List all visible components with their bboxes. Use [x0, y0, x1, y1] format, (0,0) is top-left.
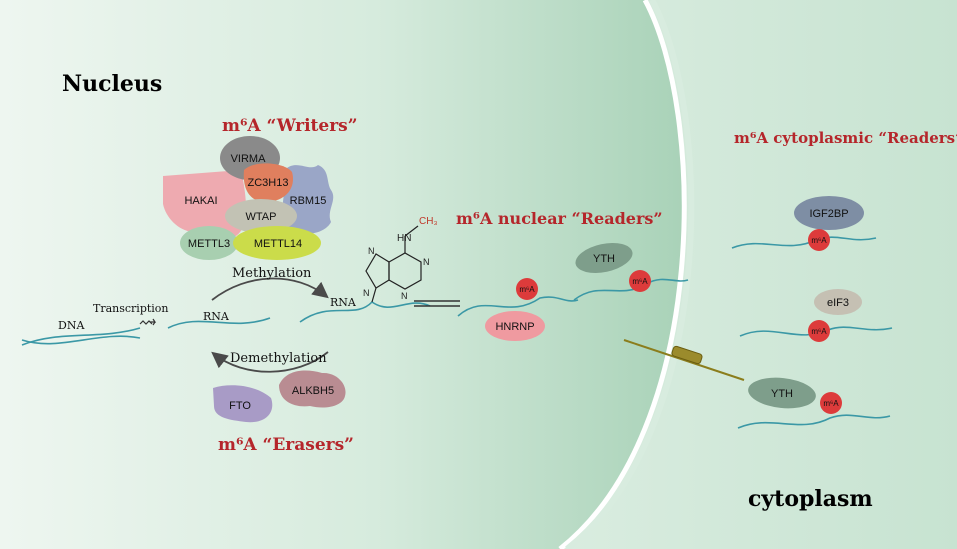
- dna-strand-2: [21, 335, 141, 345]
- rna-methylated: [299, 300, 431, 323]
- mettl3-protein: [180, 226, 238, 260]
- ribose-bond: [371, 287, 377, 303]
- writers-complex: VIRMA ZC3H13 HAKAI RBM15 WTAP METTL3 MET…: [163, 136, 334, 260]
- transcription-label: Transcription: [93, 302, 169, 315]
- demethylation-label: Demethylation: [230, 351, 327, 366]
- dna-strand-1: [21, 327, 141, 346]
- cytoplasm-label: cytoplasm: [748, 486, 873, 512]
- wtap-label: WTAP: [246, 211, 277, 223]
- nucleus-region: [0, 0, 685, 549]
- zc3h13-label: ZC3H13: [248, 177, 289, 189]
- igf2bp-label: IGF2BP: [809, 208, 848, 220]
- yth-cyto-protein: [748, 377, 816, 409]
- transcription-arrowhead-icon: [150, 318, 157, 326]
- fto-label: FTO: [229, 400, 251, 412]
- yth-nuclear-protein: [575, 243, 633, 273]
- rna-right-label: RNA: [330, 296, 357, 309]
- eif3-protein: [814, 289, 862, 315]
- eif3-label: eIF3: [827, 297, 849, 309]
- hakai-label: HAKAI: [184, 195, 217, 207]
- nuclear-pore-channel: [623, 339, 745, 381]
- alkbh5-label: ALKBH5: [292, 385, 334, 397]
- hakai-protein: [163, 170, 247, 236]
- rna-left-label: RNA: [203, 310, 230, 323]
- m6a-mark-yth-nuclear: [629, 270, 651, 292]
- methylation-label: Methylation: [232, 266, 312, 281]
- virma-label: VIRMA: [231, 153, 267, 165]
- nucleus-label: Nucleus: [62, 71, 162, 97]
- m6a-mark-eif3: [808, 320, 830, 342]
- m6a-mark-yth-cyto-label: m⁶A: [823, 399, 839, 408]
- mettl14-label: METTL14: [254, 238, 302, 250]
- erasers-title: m⁶A “Erasers”: [218, 435, 354, 455]
- yth-cyto-label: YTH: [771, 388, 793, 400]
- m6a-mark-igf2bp: [808, 229, 830, 251]
- igf2bp-protein: [794, 196, 864, 230]
- n-position-1: N: [423, 257, 430, 267]
- n-position-3: N: [401, 291, 408, 301]
- mettl3-label: METTL3: [188, 238, 230, 250]
- demethylation-arrow: [211, 351, 329, 373]
- fto-protein: [213, 385, 273, 423]
- amine-nh-label: HN: [397, 233, 411, 244]
- m6a-mark-hnrnp-label: m⁶A: [519, 285, 535, 294]
- nuclear-pore-complex: [671, 345, 703, 365]
- mettl14-protein: [233, 226, 321, 260]
- dna-label: DNA: [58, 319, 85, 332]
- m6a-mark-eif3-label: m⁶A: [811, 327, 827, 336]
- m6a-adenine-structure: [365, 225, 422, 303]
- hnrnp-protein: [485, 311, 545, 341]
- hnrnp-label: HNRNP: [495, 321, 534, 333]
- imidazole-ring: [365, 253, 390, 289]
- cytoplasmic-readers-title: m⁶A cytoplasmic “Readers”: [734, 129, 957, 147]
- rna-hnrnp: [457, 296, 579, 317]
- nuclear-membrane-outer: [565, 0, 695, 549]
- zc3h13-protein: [243, 163, 293, 203]
- methyl-ch3-label: CH₃: [419, 216, 438, 227]
- methyl-bond: [404, 225, 419, 237]
- rbm15-label: RBM15: [290, 195, 327, 207]
- alkbh5-protein: [279, 370, 346, 408]
- n-position-7: N: [368, 246, 375, 256]
- m6a-mark-yth-cyto: [820, 392, 842, 414]
- yth-nuclear-label: YTH: [593, 253, 615, 265]
- n-position-9: N: [363, 288, 370, 298]
- methylation-arrow: [211, 277, 329, 301]
- rna-cyto-yth: [737, 414, 891, 429]
- writers-title: m⁶A “Writers”: [222, 116, 358, 136]
- nuclear-readers-title: m⁶A nuclear “Readers”: [456, 209, 663, 228]
- m6a-mark-igf2bp-label: m⁶A: [811, 236, 827, 245]
- m6a-mark-yth-nuclear-label: m⁶A: [632, 277, 648, 286]
- nuclear-membrane: [558, 0, 687, 549]
- wtap-protein: [225, 199, 297, 233]
- m6a-mark-hnrnp: [516, 278, 538, 300]
- rna-unmethylated: [167, 317, 271, 329]
